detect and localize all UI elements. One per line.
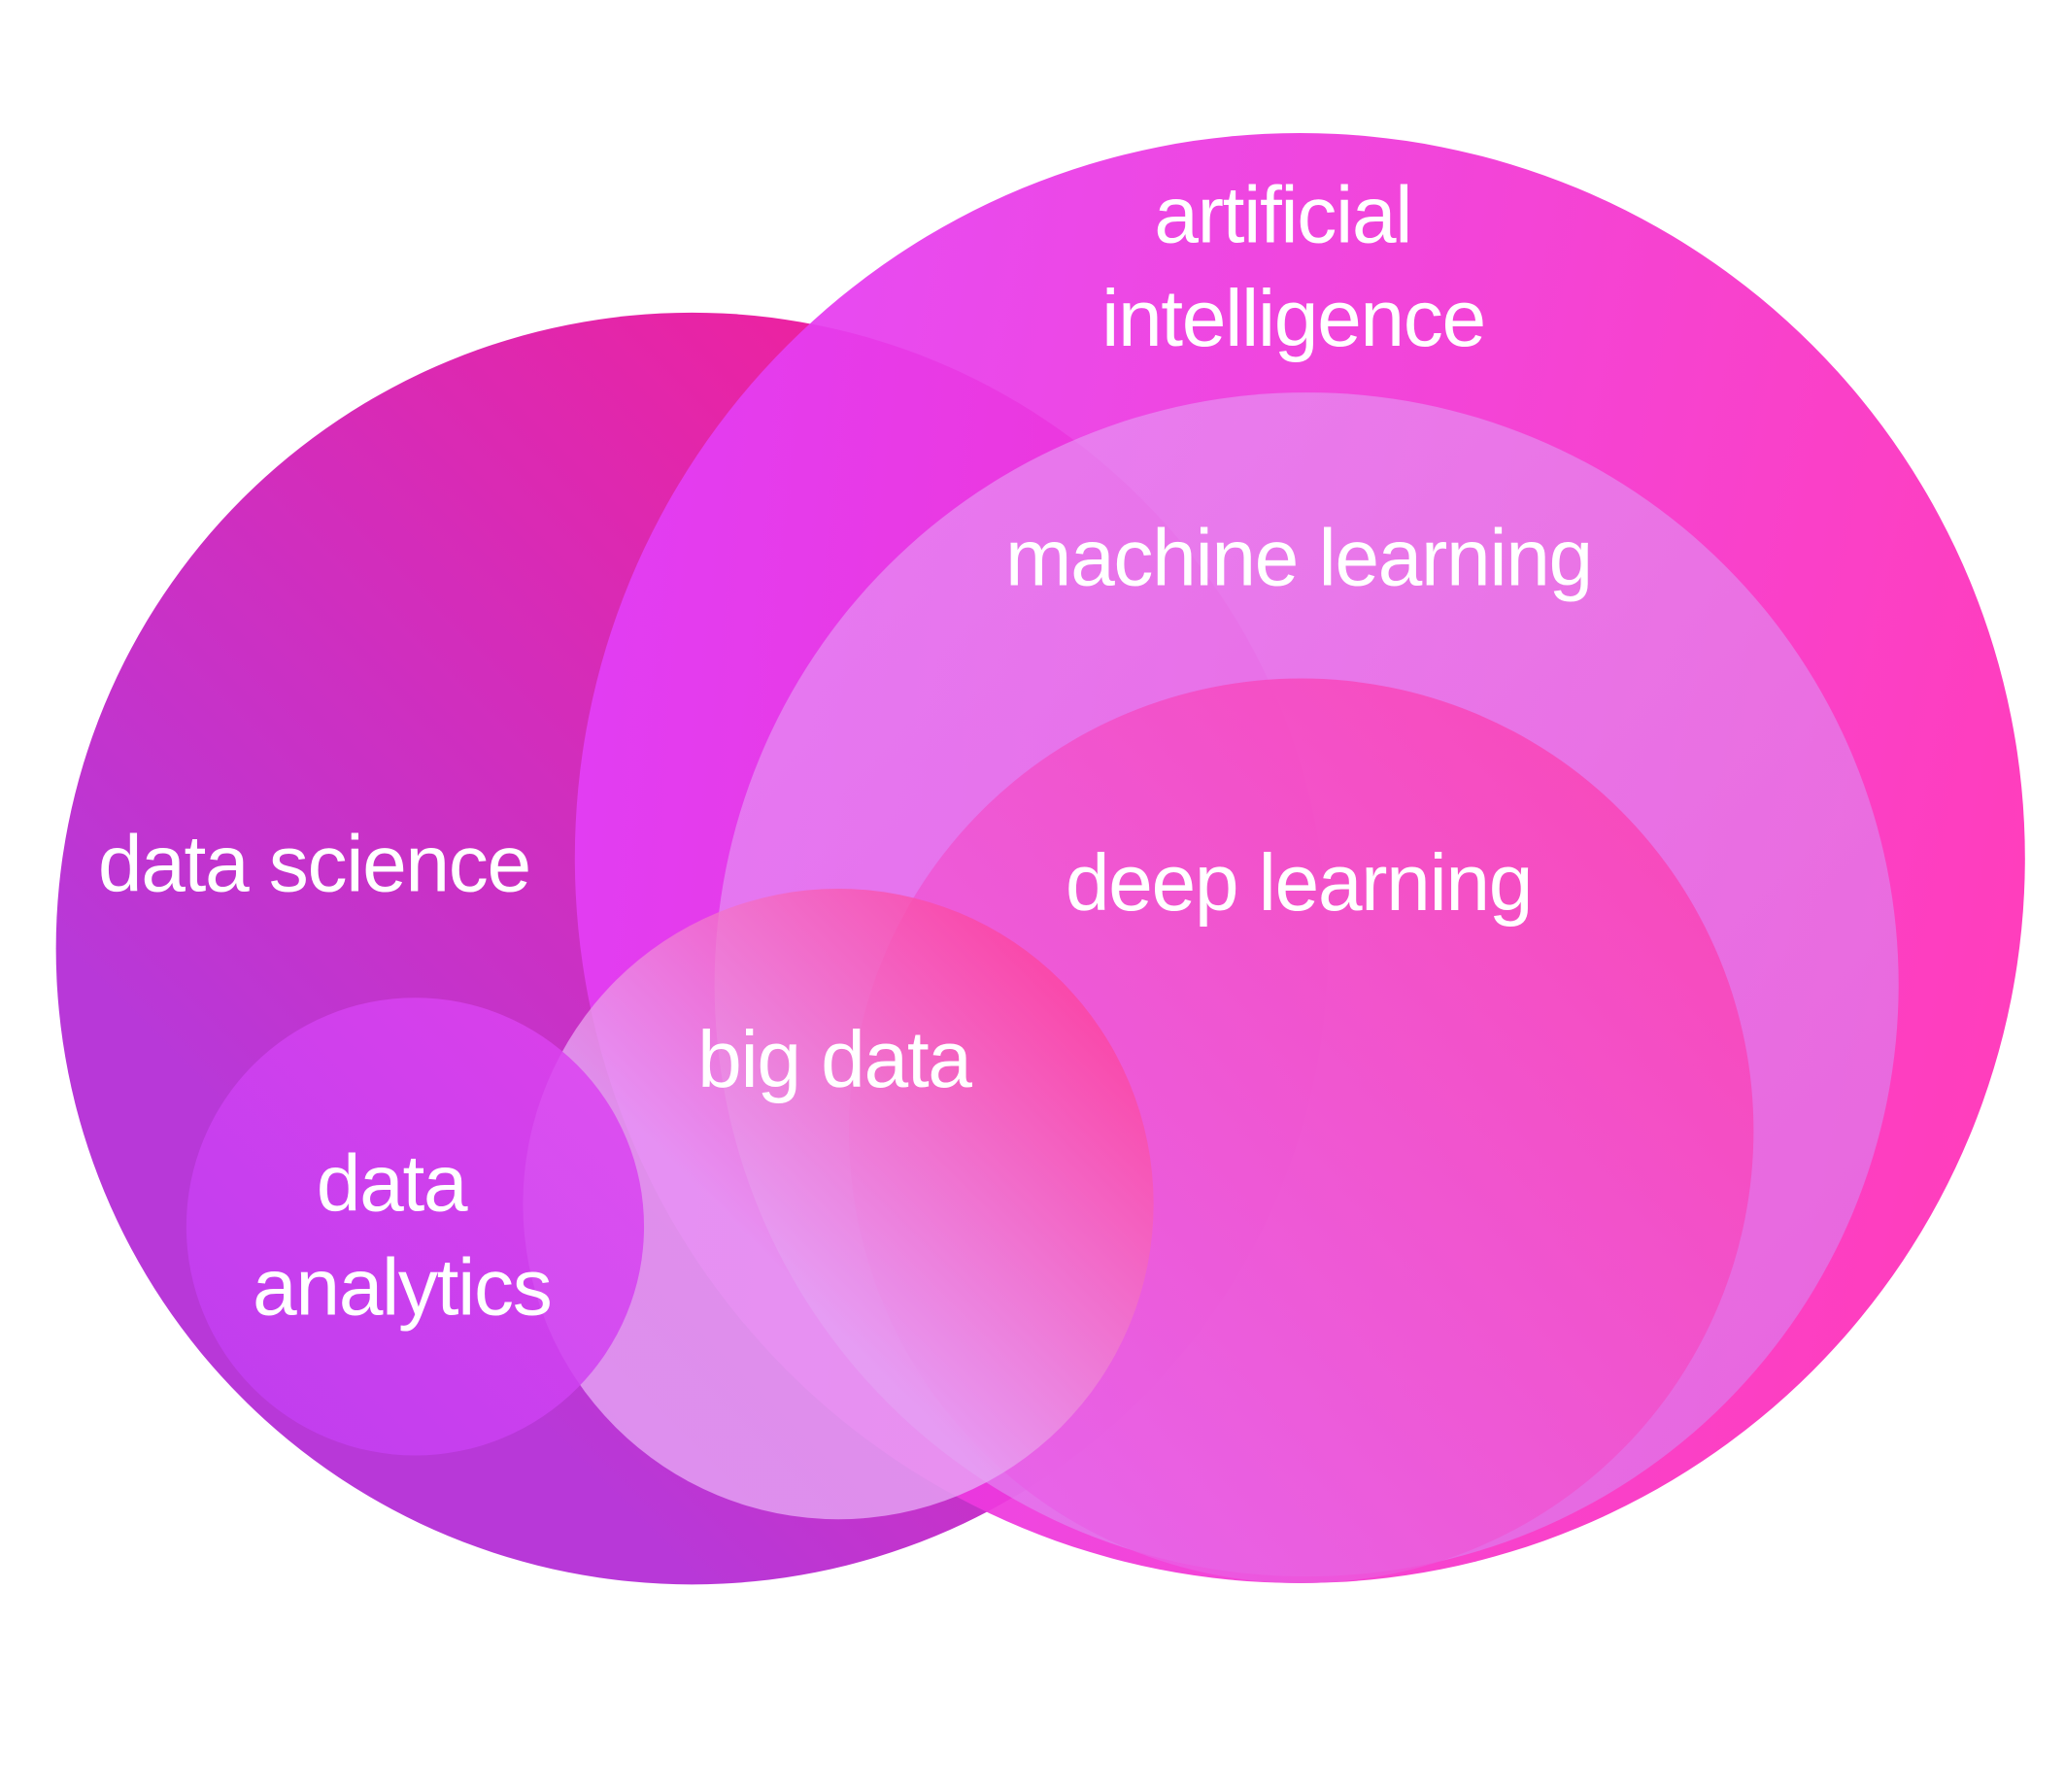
artificial-intelligence-label: artificial intelligence <box>1101 171 1485 363</box>
data-analytics-label: data analytics <box>253 1139 551 1332</box>
big-data-label: big data <box>697 1016 972 1104</box>
artificial-intelligence-label-line-2: intelligence <box>1101 275 1485 363</box>
data-analytics-circle <box>186 997 645 1456</box>
deep-learning-label: deep learning <box>1066 839 1532 928</box>
big-data-circle <box>523 888 1154 1520</box>
machine-learning-label: machine learning <box>1005 515 1592 603</box>
artificial-intelligence-label-line-1: artificial <box>1154 171 1411 259</box>
data-science-label: data science <box>98 821 530 909</box>
data-analytics-label-line-1: data <box>317 1139 468 1228</box>
data-analytics-label-line-2: analytics <box>253 1243 551 1332</box>
